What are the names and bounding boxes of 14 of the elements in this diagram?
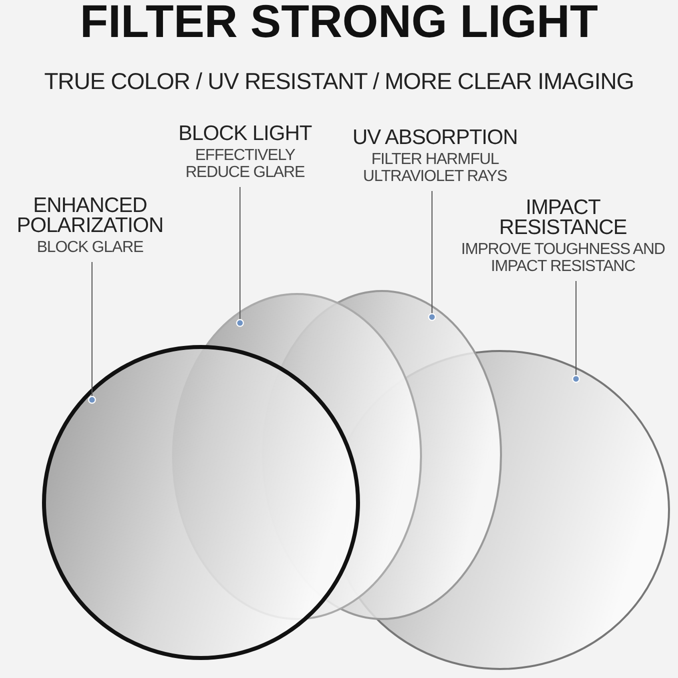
subtitle: TRUE COLOR / UV RESISTANT / MORE CLEAR IMAGING (43, 68, 635, 95)
leader-line (572, 280, 580, 383)
feature-heading: ENHANCED POLARIZATION (16, 196, 164, 236)
leader-line (236, 186, 244, 327)
leader-line (428, 190, 436, 321)
feature-heading: UV ABSORPTION (351, 128, 519, 148)
feature-heading: IMPACT RESISTANCE (498, 198, 628, 238)
leader-line (88, 262, 96, 404)
feature-description: EFFECTIVELY REDUCE GLARE (184, 147, 306, 181)
feature-description: FILTER HARMFUL ULTRAVIOLET RAYS (362, 151, 508, 185)
feature-heading: BLOCK LIGHT (177, 124, 313, 144)
title: FILTER STRONG LIGHT (79, 0, 599, 48)
feature-description: IMPROVE TOUGHNESS AND IMPACT RESISTANC (460, 241, 666, 275)
feature-description: BLOCK GLARE (36, 239, 144, 256)
